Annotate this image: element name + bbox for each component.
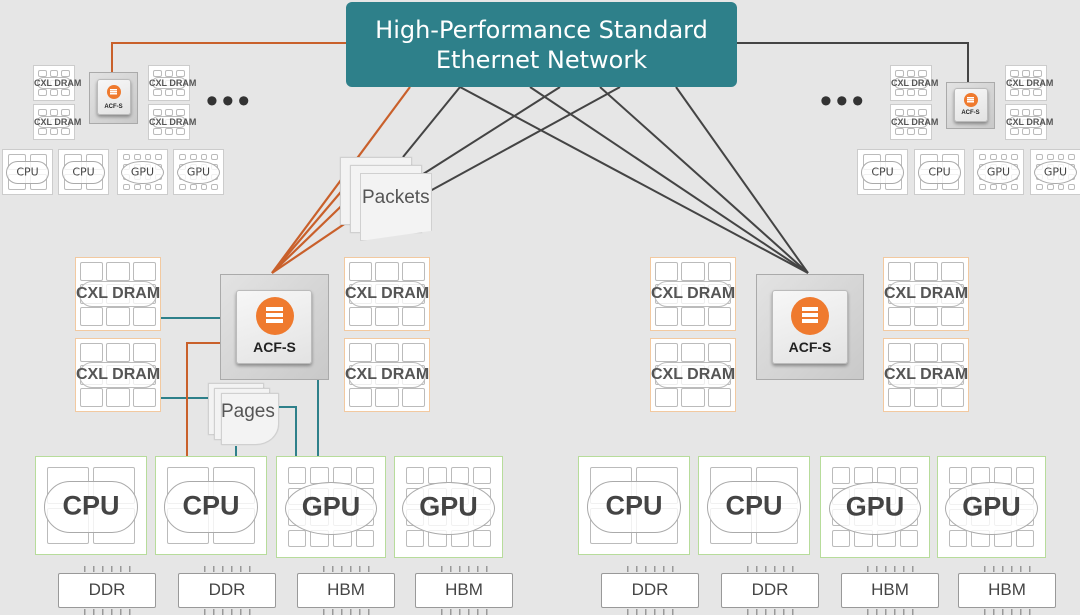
cxl-dram: CXL DRAM [75,338,161,412]
gpu: GPU [973,149,1024,195]
hbm-memory: HBM [415,566,513,615]
link-network-left-small-acf [111,42,346,72]
acf-s-switch: ACF-S [89,72,138,124]
gpu: GPU [820,456,930,558]
cxl-dram: CXL DRAM [890,65,938,101]
cxl-dram: CXL DRAM [344,338,430,412]
cxl-dram: CXL DRAM [883,338,969,412]
cxl-dram: CXL DRAM [1005,65,1053,101]
gpu: GPU [394,456,503,558]
gpu: GPU [937,456,1046,558]
cpu: CPU [2,149,53,195]
more-nodes-ellipsis: ••• [206,82,254,120]
gpu: GPU [276,456,386,558]
hbm-memory: HBM [958,566,1056,615]
hbm-memory: HBM [297,566,395,615]
acf-s-switch: ACF-S [756,274,864,380]
cpu: CPU [35,456,147,555]
acf-logo-icon [963,93,978,107]
cpu: CPU [857,149,908,195]
cxl-dram: CXL DRAM [650,338,736,412]
pages-label: Pages [221,401,275,422]
right-acf-uplinks [459,86,809,274]
acf-logo-icon [791,297,829,335]
cpu: CPU [58,149,109,195]
gpu: GPU [117,149,168,195]
ddr-memory: DDR [601,566,699,615]
cxl-dram: CXL DRAM [890,104,938,140]
cpu: CPU [578,456,690,555]
ddr-memory: DDR [178,566,276,615]
packets-stack: Packets [340,157,435,252]
ddr-memory: DDR [721,566,819,615]
packets-label: Packets [362,187,430,208]
cxl-dram: CXL DRAM [883,257,969,331]
ddr-memory: DDR [58,566,156,615]
cxl-dram: CXL DRAM [33,65,81,101]
acf-logo-icon [106,85,121,99]
left-packet-uplinks [402,86,621,192]
gpu: GPU [1030,149,1080,195]
hbm-memory: HBM [841,566,939,615]
cxl-dram: CXL DRAM [344,257,430,331]
acf-s-switch: ACF-S [946,82,995,129]
network-title-line2: Ethernet Network [435,45,648,74]
cxl-dram: CXL DRAM [75,257,161,331]
cpu: CPU [914,149,965,195]
cxl-dram: CXL DRAM [148,104,196,140]
pages-stack: Pages [208,383,298,455]
cxl-dram: CXL DRAM [33,104,81,140]
acf-logo-icon [255,297,294,335]
acf-s-switch: ACF-S [220,274,329,380]
cxl-dram: CXL DRAM [1005,104,1053,140]
link-network-right-small-acf [737,42,969,82]
cpu: CPU [155,456,267,555]
acf-to-cpu-link [186,342,220,483]
network-title-line1: High-Performance Standard [375,15,708,44]
ethernet-network: High-Performance Standard Ethernet Netwo… [346,2,737,87]
cxl-dram: CXL DRAM [148,65,196,101]
cxl-dram: CXL DRAM [650,257,736,331]
more-nodes-ellipsis: ••• [820,82,868,120]
gpu: GPU [173,149,224,195]
cpu: CPU [698,456,810,555]
